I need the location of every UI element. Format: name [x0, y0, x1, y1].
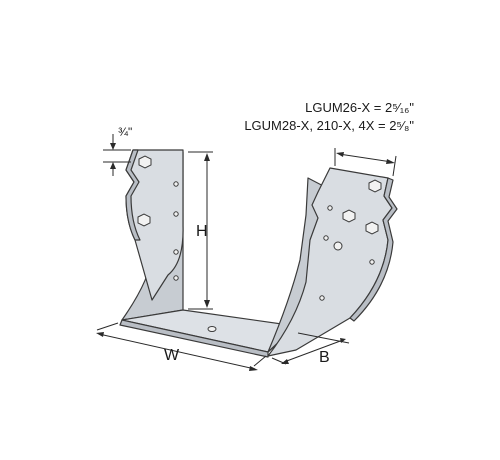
width-arrow-right	[249, 366, 258, 371]
hex-bolt-right-top	[368, 179, 382, 193]
right-flange-edge	[349, 177, 398, 322]
dimension-lines	[96, 134, 397, 371]
seat-hole	[207, 326, 217, 332]
nail-hole	[173, 275, 179, 281]
depth-label: B	[319, 349, 330, 366]
top-gap-label: ¾"	[118, 125, 132, 139]
flange-dimension-line	[338, 153, 393, 163]
flange-arrow-left	[336, 152, 344, 157]
nail-hole	[333, 241, 343, 251]
hanger-body	[119, 149, 398, 358]
height-arrow-top	[204, 153, 210, 161]
nail-hole	[173, 211, 179, 217]
hex-bolt-left-top	[138, 155, 152, 169]
depth-arrow-back	[340, 338, 346, 343]
hex-bolt-right-mid	[342, 209, 356, 223]
left-flange-edge	[125, 149, 141, 241]
flange-arrow-right	[386, 159, 395, 164]
flange-extension-right	[392, 155, 397, 177]
height-arrow-bottom	[204, 300, 210, 308]
nail-hole	[173, 249, 179, 255]
dimension-labels: LGUM26-X = 2⁵⁄₁₆" LGUM28-X, 210-X, 4X = …	[118, 100, 414, 366]
nail-hole	[323, 235, 329, 241]
model-note-line-2: LGUM28-X, 210-X, 4X = 2⁵⁄₈"	[244, 118, 414, 133]
nail-hole	[173, 181, 179, 187]
top-gap-arrowhead-upper	[110, 143, 116, 150]
nail-hole	[319, 295, 325, 301]
width-dimension-line	[98, 333, 256, 370]
depth-dimension-line	[283, 339, 344, 363]
nail-hole	[369, 259, 375, 265]
hex-bolt-right-low	[365, 221, 379, 235]
width-arrow-left	[96, 332, 104, 337]
nail-hole	[327, 205, 333, 211]
model-note-line-1: LGUM26-X = 2⁵⁄₁₆"	[305, 100, 414, 115]
width-extension-left	[96, 322, 119, 331]
hex-bolt-left-bottom	[137, 213, 151, 227]
height-label: H	[196, 223, 208, 240]
width-label: W	[164, 347, 180, 364]
width-extension-right	[253, 355, 267, 367]
top-gap-arrowhead-lower	[110, 162, 116, 169]
seat-front-edge	[119, 319, 269, 358]
depth-arrow-front	[281, 359, 289, 364]
fastener-holes	[137, 155, 382, 332]
